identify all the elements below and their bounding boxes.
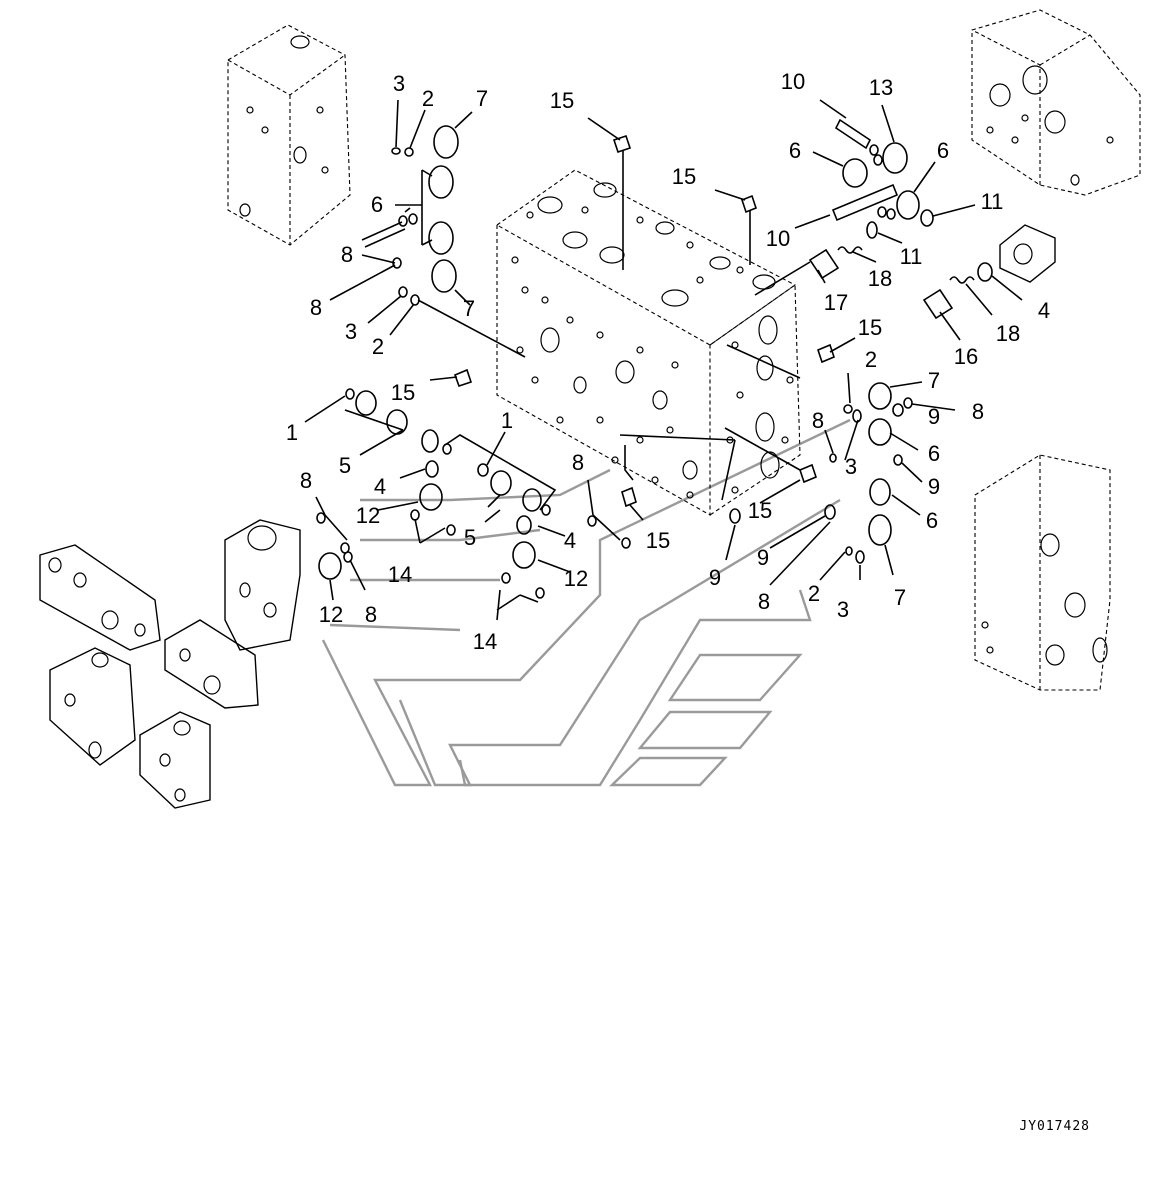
callout-8: 8 <box>310 295 322 320</box>
callout-9: 9 <box>757 545 769 570</box>
callout-7: 7 <box>476 86 488 111</box>
logo-stroke-inner <box>458 589 812 787</box>
callout-4: 4 <box>374 474 386 499</box>
callout-3: 3 <box>345 319 357 344</box>
callout-15: 15 <box>858 315 882 340</box>
callout-8: 8 <box>972 399 984 424</box>
callout-18: 18 <box>996 321 1020 346</box>
callout-4: 4 <box>564 528 576 553</box>
callout-13: 13 <box>869 75 893 100</box>
callout-2: 2 <box>372 334 384 359</box>
callout-6: 6 <box>371 192 383 217</box>
logo-panel-2 <box>637 710 773 750</box>
callout-10: 10 <box>766 226 790 251</box>
logo-panel-3 <box>609 756 728 787</box>
callout-9: 9 <box>928 474 940 499</box>
callout-1: 1 <box>286 420 298 445</box>
callout-8: 8 <box>365 602 377 627</box>
callout-11: 11 <box>900 244 923 269</box>
section-right <box>974 454 1111 691</box>
valve-right-face <box>709 283 801 516</box>
valve-front-face <box>496 225 711 516</box>
logo-stroke-upper-a <box>360 468 611 502</box>
callout-5: 5 <box>464 525 476 550</box>
callout-11: 11 <box>981 189 1004 214</box>
logo-stroke-mid <box>398 498 841 787</box>
callout-14: 14 <box>388 562 412 587</box>
drawing-reference-code: JY017428 <box>1019 1119 1090 1134</box>
callout-7: 7 <box>928 368 940 393</box>
small-parts <box>316 118 993 599</box>
callout-8: 8 <box>300 468 312 493</box>
callout-15: 15 <box>672 164 696 189</box>
callout-1: 1 <box>501 408 513 433</box>
callout-3: 3 <box>393 71 405 96</box>
callout-3: 3 <box>845 454 857 479</box>
valve-front-holes <box>511 256 698 499</box>
callout-12: 12 <box>564 566 588 591</box>
section-top-right <box>971 9 1141 196</box>
callout-9: 9 <box>709 565 721 590</box>
callout-8: 8 <box>341 242 353 267</box>
logo-stroke-outer <box>321 418 851 787</box>
callout-2: 2 <box>808 581 820 606</box>
logo-stroke-upper-b <box>360 528 541 542</box>
callout-numbers: 3 2 7 15 6 8 8 3 2 7 15 10 13 6 6 11 10 … <box>286 69 1050 654</box>
section-bottom-left-cluster <box>39 519 301 809</box>
callout-14: 14 <box>473 629 497 654</box>
callout-16: 16 <box>954 344 978 369</box>
callout-8: 8 <box>812 408 824 433</box>
callout-6: 6 <box>937 138 949 163</box>
callout-12: 12 <box>319 602 343 627</box>
callout-15: 15 <box>391 380 415 405</box>
callout-8: 8 <box>758 589 770 614</box>
callout-17: 17 <box>824 290 848 315</box>
section-top-left <box>227 24 351 246</box>
logo-panel-1 <box>667 653 803 702</box>
callout-15: 15 <box>646 528 670 553</box>
callout-6: 6 <box>926 508 938 533</box>
callout-7: 7 <box>463 296 475 321</box>
plug-part-right <box>999 224 1056 283</box>
logo-stroke-upper-d <box>329 623 461 632</box>
callout-12: 12 <box>356 503 380 528</box>
callout-5: 5 <box>339 453 351 478</box>
valve-top-ports <box>526 182 776 307</box>
main-valve-body <box>495 169 801 516</box>
callout-8: 8 <box>572 450 584 475</box>
callout-7: 7 <box>894 585 906 610</box>
callout-9: 9 <box>928 404 940 429</box>
leader-lines <box>304 99 1023 621</box>
callout-15: 15 <box>748 498 772 523</box>
callout-10: 10 <box>781 69 805 94</box>
callout-15: 15 <box>550 88 574 113</box>
background-logo-shapes <box>321 418 851 787</box>
callout-6: 6 <box>789 138 801 163</box>
callout-2: 2 <box>865 347 877 372</box>
callout-4: 4 <box>1038 298 1050 323</box>
callout-3: 3 <box>837 597 849 622</box>
callout-6: 6 <box>928 441 940 466</box>
valve-top-face <box>495 169 797 346</box>
callout-18: 18 <box>868 266 892 291</box>
callout-2: 2 <box>422 86 434 111</box>
